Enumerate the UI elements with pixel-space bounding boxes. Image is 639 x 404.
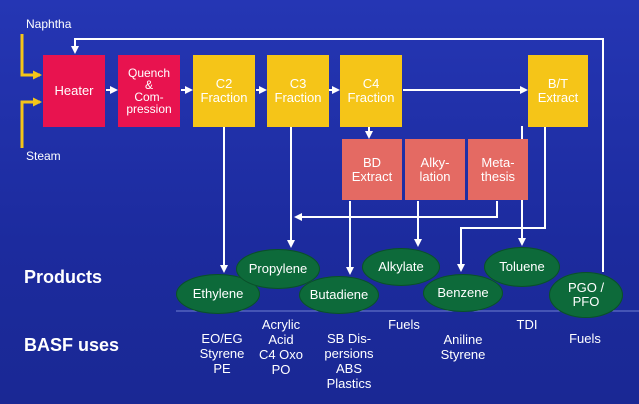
bt-line-1: B/T: [547, 76, 569, 91]
c2-line-1: C2: [215, 76, 233, 91]
use-text: C4 Oxo: [258, 347, 304, 362]
pgo-pfo-line-1: PGO /: [567, 280, 605, 295]
ethylene-label: Ethylene: [192, 286, 244, 301]
product-butadiene: Butadiene: [299, 276, 379, 314]
c2-line-2: Fraction: [200, 90, 248, 105]
c2-fraction-box: C2 Fraction: [193, 55, 255, 127]
c3-line-2: Fraction: [274, 90, 322, 105]
use-text: Plastics: [326, 376, 372, 391]
bt-line-2: Extract: [537, 90, 579, 105]
use-text: Styrene: [199, 346, 245, 361]
product-alkylate: Alkylate: [362, 248, 440, 286]
basf-uses-heading: BASF uses: [24, 335, 120, 355]
quench-line-1: Quench: [127, 66, 171, 80]
c4-fraction-box: C4 Fraction: [340, 55, 402, 127]
naphtha-label: Naphtha: [26, 17, 72, 31]
alkylate-label: Alkylate: [378, 259, 424, 274]
use-text: EO/EG: [201, 331, 243, 346]
bt-extract-box: B/T Extract: [528, 55, 588, 127]
use-text: Acrylic: [261, 317, 301, 332]
naphtha-arrow: [20, 34, 42, 80]
use-text: PE: [213, 361, 231, 376]
use-text: Acid: [268, 332, 294, 347]
bd-extract-box: BD Extract: [342, 139, 402, 200]
product-benzene: Benzene: [423, 274, 503, 312]
alkylation-line-1: Alky-: [420, 154, 450, 170]
uses-toluene: TDI: [507, 317, 547, 332]
c4-line-1: C4: [362, 76, 380, 91]
quench-line-3: Com-: [134, 90, 164, 104]
use-text: Fuels: [569, 331, 601, 346]
c3-fraction-box: C3 Fraction: [267, 55, 329, 127]
use-text: Fuels: [388, 317, 420, 332]
steam-arrow: [20, 97, 42, 148]
product-pgo-pfo: PGO / PFO: [549, 272, 623, 318]
use-text: persions: [324, 346, 374, 361]
use-text: SB Dis-: [326, 331, 372, 346]
use-text: ABS: [335, 361, 362, 376]
bt-to-benzene: [457, 126, 546, 272]
uses-butadiene: SB Dis- persions ABS Plastics: [313, 331, 385, 391]
metathesis-line-1: Meta-: [481, 154, 515, 170]
quench-line-2: &: [144, 78, 153, 92]
steam-label: Steam: [26, 149, 61, 163]
uses-ethylene: EO/EG Styrene PE: [189, 331, 255, 376]
uses-benzene: Aniline Styrene: [428, 332, 498, 362]
butadiene-label: Butadiene: [309, 287, 369, 302]
recycle-line: [71, 38, 604, 272]
pgo-pfo-line-2: PFO: [572, 294, 600, 309]
metathesis-box: Meta- thesis: [468, 139, 528, 200]
c3-line-1: C3: [289, 76, 307, 91]
products-heading: Products: [24, 267, 103, 287]
bd-line-1: BD: [362, 154, 382, 170]
quench-compression-box: Quench & Com- pression: [118, 55, 180, 127]
use-text: Styrene: [440, 347, 486, 362]
propylene-label: Propylene: [248, 261, 308, 276]
alkylation-line-2: lation: [419, 168, 451, 184]
use-text: PO: [271, 362, 291, 377]
metathesis-line-2: thesis: [481, 168, 515, 184]
heater-label: Heater: [54, 83, 94, 98]
heater-box: Heater: [43, 55, 105, 127]
metathesis-to-propylene: [294, 201, 498, 221]
uses-propylene: Acrylic Acid C4 Oxo PO: [250, 317, 312, 377]
uses-pgo-pfo: Fuels: [560, 331, 610, 346]
product-toluene: Toluene: [484, 247, 560, 287]
toluene-label: Toluene: [499, 259, 545, 274]
product-propylene: Propylene: [236, 249, 320, 289]
benzene-label: Benzene: [437, 285, 489, 300]
use-text: Aniline: [443, 332, 483, 347]
c4-line-2: Fraction: [347, 90, 395, 105]
quench-line-4: pression: [126, 102, 172, 116]
uses-alkylate: Fuels: [380, 317, 428, 332]
bd-line-2: Extract: [351, 168, 393, 184]
use-text: TDI: [516, 317, 538, 332]
alkylation-box: Alky- lation: [405, 139, 465, 200]
